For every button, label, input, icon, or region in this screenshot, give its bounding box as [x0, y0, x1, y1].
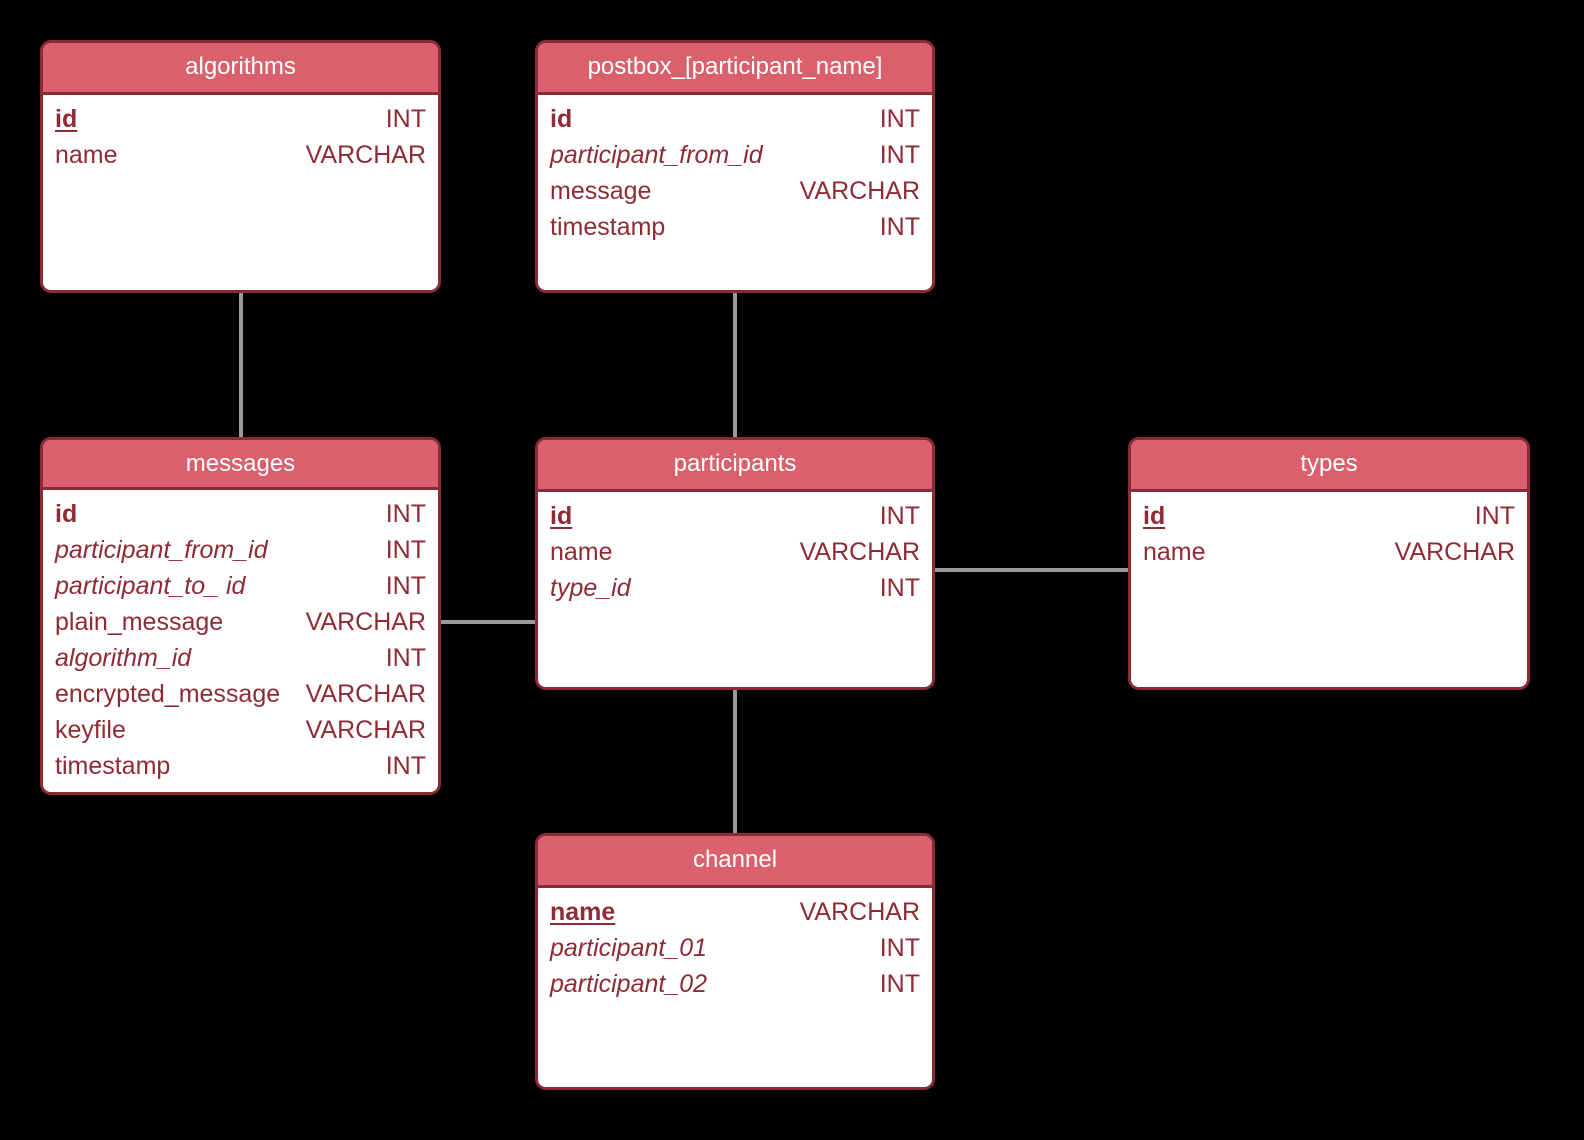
attribute-row[interactable]: name VARCHAR [55, 137, 426, 173]
attribute-row[interactable]: participant_01 INT [550, 930, 920, 966]
attribute-type: INT [385, 105, 426, 133]
attribute-type: INT [385, 572, 426, 600]
entity-table-types[interactable]: types id INT name VARCHAR [1128, 437, 1530, 690]
attribute-type: INT [879, 141, 920, 169]
attribute-type: VARCHAR [305, 608, 426, 636]
entity-title-participants: participants [538, 440, 932, 492]
attribute-name: plain_message [55, 608, 224, 636]
attribute-name: name [1143, 538, 1206, 566]
attribute-name: id [550, 502, 573, 530]
attribute-name: timestamp [550, 213, 666, 241]
attribute-type: VARCHAR [305, 680, 426, 708]
entity-title-channel: channel [538, 836, 932, 888]
attribute-row[interactable]: timestamp INT [55, 748, 426, 784]
attribute-name: type_id [550, 574, 631, 602]
attribute-row[interactable]: message VARCHAR [550, 173, 920, 209]
attribute-type: VARCHAR [799, 898, 920, 926]
attribute-row[interactable]: id INT [1143, 498, 1515, 534]
attribute-type: INT [385, 536, 426, 564]
attribute-type: INT [879, 105, 920, 133]
attribute-type: INT [879, 574, 920, 602]
attribute-type: INT [879, 213, 920, 241]
attribute-name: id [55, 500, 78, 528]
attribute-name: participant_02 [550, 970, 708, 998]
attribute-row[interactable]: name VARCHAR [1143, 534, 1515, 570]
entity-title-postbox: postbox_[participant_name] [538, 43, 932, 95]
attribute-name: participant_from_id [55, 536, 268, 564]
attribute-row[interactable]: keyfile VARCHAR [55, 712, 426, 748]
attribute-name: id [1143, 502, 1166, 530]
attribute-row[interactable]: id INT [550, 498, 920, 534]
attribute-type: VARCHAR [799, 538, 920, 566]
attribute-row[interactable]: participant_to_ id INT [55, 568, 426, 604]
attribute-type: VARCHAR [305, 716, 426, 744]
attribute-name: participant_01 [550, 934, 708, 962]
attribute-row[interactable]: id INT [55, 496, 426, 532]
attribute-type: INT [385, 500, 426, 528]
attribute-name: keyfile [55, 716, 126, 744]
attribute-name: name [550, 898, 616, 926]
attribute-row[interactable]: participant_from_id INT [550, 137, 920, 173]
attribute-row[interactable]: participant_from_id INT [55, 532, 426, 568]
attribute-row[interactable]: timestamp INT [550, 209, 920, 245]
attribute-name: message [550, 177, 652, 205]
attribute-name: algorithm_id [55, 644, 192, 672]
attribute-row[interactable]: algorithm_id INT [55, 640, 426, 676]
attribute-type: INT [1474, 502, 1515, 530]
attribute-type: INT [879, 970, 920, 998]
attribute-name: participant_from_id [550, 141, 763, 169]
attribute-name: id [550, 105, 573, 133]
attribute-row[interactable]: type_id INT [550, 570, 920, 606]
attribute-row[interactable]: id INT [550, 101, 920, 137]
entity-title-messages: messages [43, 440, 438, 490]
attribute-name: id [55, 105, 78, 133]
attribute-name: name [55, 141, 118, 169]
attribute-name: timestamp [55, 752, 171, 780]
entity-title-types: types [1131, 440, 1527, 492]
entity-attributes-types: id INT name VARCHAR [1131, 492, 1527, 687]
attribute-row[interactable]: id INT [55, 101, 426, 137]
attribute-row[interactable]: encrypted_message VARCHAR [55, 676, 426, 712]
attribute-type: INT [385, 752, 426, 780]
entity-attributes-algorithms: id INT name VARCHAR [43, 95, 438, 290]
attribute-name: participant_to_ id [55, 572, 246, 600]
attribute-row[interactable]: name VARCHAR [550, 534, 920, 570]
entity-title-algorithms: algorithms [43, 43, 438, 95]
attribute-row[interactable]: name VARCHAR [550, 894, 920, 930]
attribute-type: INT [879, 934, 920, 962]
attribute-name: name [550, 538, 613, 566]
attribute-type: INT [879, 502, 920, 530]
attribute-name: encrypted_message [55, 680, 281, 708]
attribute-type: VARCHAR [305, 141, 426, 169]
attribute-type: VARCHAR [1394, 538, 1515, 566]
attribute-type: INT [385, 644, 426, 672]
attribute-type: VARCHAR [799, 177, 920, 205]
entity-table-algorithms[interactable]: algorithms id INT name VARCHAR [40, 40, 441, 293]
attribute-row[interactable]: participant_02 INT [550, 966, 920, 1002]
attribute-row[interactable]: plain_message VARCHAR [55, 604, 426, 640]
